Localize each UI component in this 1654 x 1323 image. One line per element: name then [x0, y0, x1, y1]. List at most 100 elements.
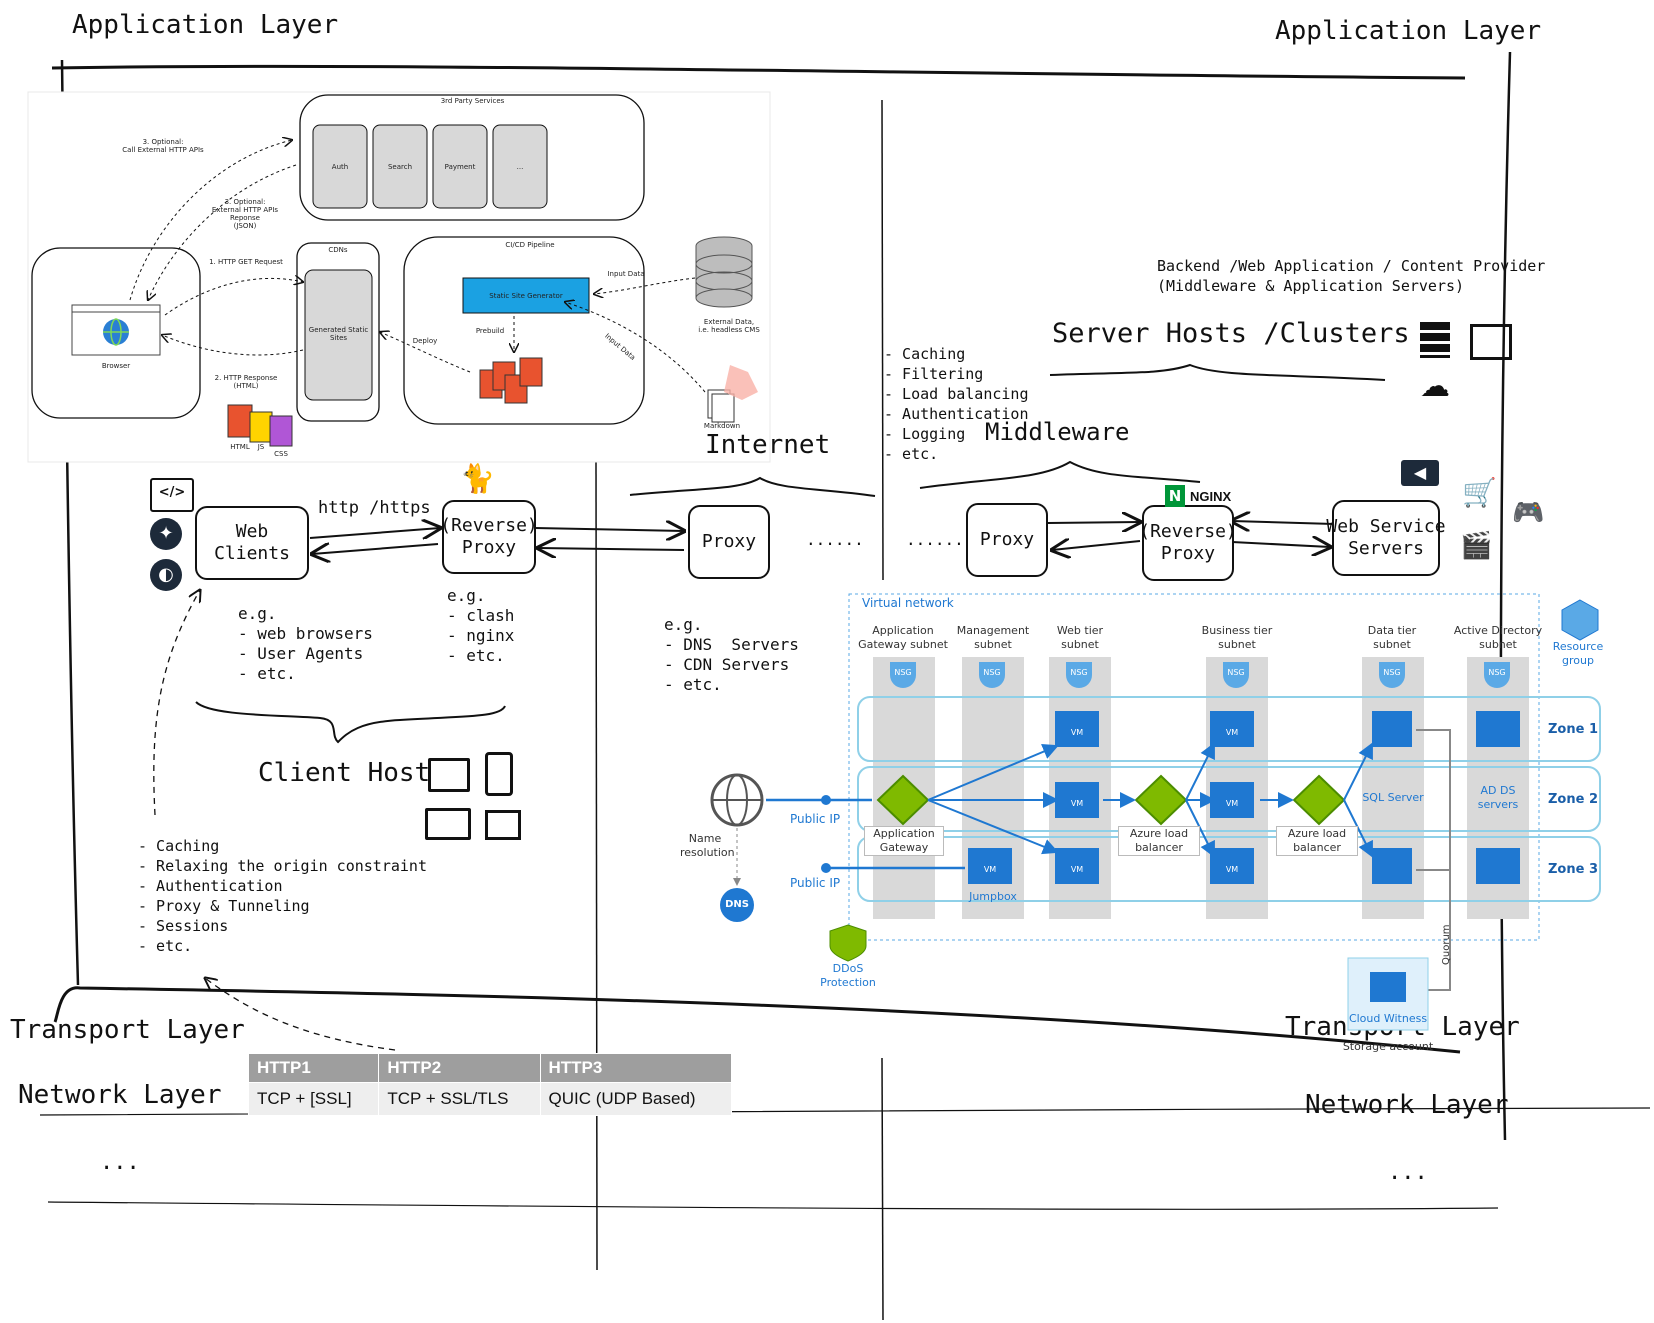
- http-get-label: 1. HTTP GET Request: [209, 258, 283, 266]
- play-button-icon: ◀: [1401, 460, 1439, 486]
- application-layer-label-right: Application Layer: [1275, 16, 1542, 46]
- cdn-content: Generated Static Sites: [308, 326, 369, 342]
- prebuild-label: Prebuild: [475, 327, 505, 335]
- internet-label: Internet: [705, 430, 831, 460]
- proxy-examples: e.g. - clash - nginx - etc.: [447, 586, 515, 665]
- vnet-label: Virtual network: [862, 596, 954, 610]
- ad-server-icon: [1476, 848, 1520, 884]
- js-label: JS: [257, 443, 265, 451]
- client-brace: [195, 701, 506, 744]
- middleware-label: Middleware: [985, 418, 1130, 446]
- web-service-label: Web Service Servers: [1326, 516, 1446, 559]
- deploy-label: Deploy: [412, 337, 438, 345]
- vm-icon: VM: [1055, 711, 1099, 747]
- clapperboard-icon: 🎬: [1460, 531, 1493, 561]
- server-brace: [1049, 363, 1386, 381]
- http-response-label: 2. HTTP Response (HTML): [214, 374, 278, 390]
- zone-1-label: Zone 1: [1548, 722, 1599, 737]
- dots-2: ......: [906, 530, 964, 549]
- sql-server-label: SQL Server: [1362, 791, 1424, 804]
- vnet-boundary: [848, 593, 1540, 941]
- table-row: TCP + [SSL] TCP + SSL/TLS QUIC (UDP Base…: [247, 1082, 732, 1116]
- nsg-icon: NSG: [1066, 662, 1092, 688]
- rest-features: - Caching - Relaxing the origin constrai…: [138, 837, 427, 955]
- jumpbox-label: Jumpbox: [969, 890, 1017, 903]
- ssg-label: Static Site Generator: [489, 292, 563, 300]
- desktop-icon: [485, 810, 521, 840]
- input-data-1: Input Data: [607, 270, 645, 278]
- nsg-icon: NSG: [979, 662, 1005, 688]
- cloud-sync-icon: ☁: [1420, 369, 1450, 404]
- cat-icon: 🐈: [460, 462, 495, 495]
- external-response-label: 3. Optional: External HTTP APIs Reponse …: [211, 198, 279, 230]
- table-cell: QUIC (UDP Based): [539, 1082, 732, 1116]
- nsg-icon: NSG: [1484, 662, 1510, 688]
- phone-icon: [485, 752, 513, 796]
- third-party-title: 3rd Party Services: [440, 97, 505, 105]
- vm-icon: VM: [1210, 782, 1254, 818]
- resource-group-label: Resource group: [1552, 640, 1604, 667]
- ad-server-icon: [1476, 711, 1520, 747]
- browser-label: Browser: [101, 362, 131, 370]
- app-gateway-label: Application Gateway: [864, 826, 944, 856]
- server-rack-icon: [1420, 322, 1450, 358]
- clients-examples: e.g. - web browsers - User Agents - etc.: [238, 604, 373, 683]
- cdn-title: CDNs: [328, 246, 348, 254]
- table-header: HTTP3: [539, 1053, 732, 1083]
- internet-examples: e.g. - DNS Servers - CDN Servers - etc.: [664, 615, 799, 694]
- service-more: ...: [516, 163, 524, 171]
- service-payment: Payment: [444, 163, 476, 171]
- vm-icon: VM: [1055, 848, 1099, 884]
- call-external-label: 3. Optional: Call External HTTP APIs: [122, 138, 204, 154]
- right-border: [1499, 51, 1512, 1141]
- web-service-box: Web Service Servers: [1326, 500, 1446, 576]
- internet-brace: [629, 476, 876, 497]
- nsg-icon: NSG: [890, 662, 916, 688]
- vm-icon: VM: [1210, 711, 1254, 747]
- css-label: CSS: [274, 450, 288, 458]
- middleware-features: - Caching - Filtering - Load balancing -…: [884, 345, 1029, 463]
- subnet-data: Data tier subnet: [1367, 624, 1417, 651]
- nsg-icon: NSG: [1223, 662, 1249, 688]
- public-ip-1: Public IP: [790, 812, 841, 826]
- nginx-label: NGINX: [1190, 489, 1232, 504]
- gamepad-icon: 🎮: [1512, 498, 1545, 528]
- subnet-appgw: Application Gateway subnet: [858, 624, 948, 651]
- reverse-proxy-right-label: (Reverse) Proxy: [1139, 521, 1237, 564]
- backend-title: Backend /Web Application / Content Provi…: [1157, 257, 1546, 295]
- reverse-proxy-left-box: (Reverse) Proxy: [440, 500, 538, 574]
- top-border: [51, 64, 1466, 80]
- zone-2-label: Zone 2: [1548, 792, 1599, 807]
- table-cell: TCP + SSL/TLS: [378, 1082, 541, 1116]
- public-ip-2: Public IP: [790, 876, 841, 890]
- name-resolution-label: Name resolution: [680, 832, 735, 859]
- nginx-icon: N: [1165, 485, 1185, 507]
- table-header: HTTP2: [378, 1053, 541, 1083]
- vm-icon: VM: [1055, 782, 1099, 818]
- web-clients-box: Web Clients: [195, 506, 309, 580]
- ddos-label: DDoS Protection: [820, 962, 876, 989]
- ellipsis-left: ...: [100, 1150, 140, 1175]
- middleware-brace: [919, 460, 1201, 489]
- network-layer-label-right: Network Layer: [1305, 1090, 1509, 1120]
- cloud-witness-icon: [1370, 972, 1406, 1002]
- subnet-ad: Active Directory subnet: [1453, 624, 1543, 651]
- lb-2-label: Azure load balancer: [1276, 826, 1358, 856]
- service-search: Search: [387, 163, 413, 171]
- sql-server-icon: [1372, 848, 1412, 884]
- application-bottom-line: [53, 986, 1461, 1054]
- internet-proxy-label: Proxy: [701, 531, 757, 552]
- safari-icon: ✦: [150, 518, 182, 550]
- http-https-label: http /https: [318, 498, 431, 518]
- internet-proxy-box: Proxy: [688, 505, 770, 579]
- shopping-cart-icon: 🛒: [1462, 476, 1497, 509]
- sql-server-icon: [1372, 711, 1412, 747]
- reverse-proxy-left-label: (Reverse) Proxy: [440, 515, 538, 558]
- http-protocol-table: HTTP1 HTTP2 HTTP3 TCP + [SSL] TCP + SSL/…: [247, 1053, 732, 1116]
- service-auth: Auth: [331, 163, 349, 171]
- transport-layer-label-left: Transport Layer: [10, 1015, 245, 1045]
- cicd-title: CI/CD Pipeline: [505, 241, 555, 249]
- adds-label: AD DS servers: [1477, 784, 1519, 811]
- subnet-business: Business tier subnet: [1201, 624, 1273, 651]
- middleware-proxy-label: Proxy: [979, 529, 1035, 550]
